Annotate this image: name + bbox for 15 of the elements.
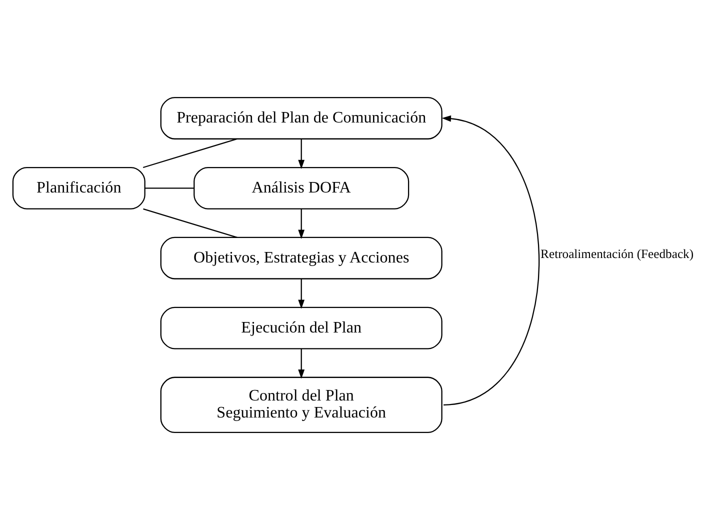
node-box: Análisis DOFA [194,166,410,209]
node-box: Ejecución del Plan [160,306,442,349]
node-box: Objetivos, Estrategias y Acciones [160,236,442,279]
arrow [298,348,305,378]
edge-label: Retroalimentación (Feedback) [540,246,694,260]
node-box: Control del Plan Seguimiento y Evaluación [160,376,442,432]
arrow [298,138,305,168]
connector [142,138,238,168]
arrow [298,208,305,238]
arrow [298,278,305,308]
node-box: Planificación [12,166,146,209]
arrow [442,114,540,405]
connector [143,208,238,238]
connector [144,187,194,188]
node-box: Preparación del Plan de Comunicación [160,96,442,139]
